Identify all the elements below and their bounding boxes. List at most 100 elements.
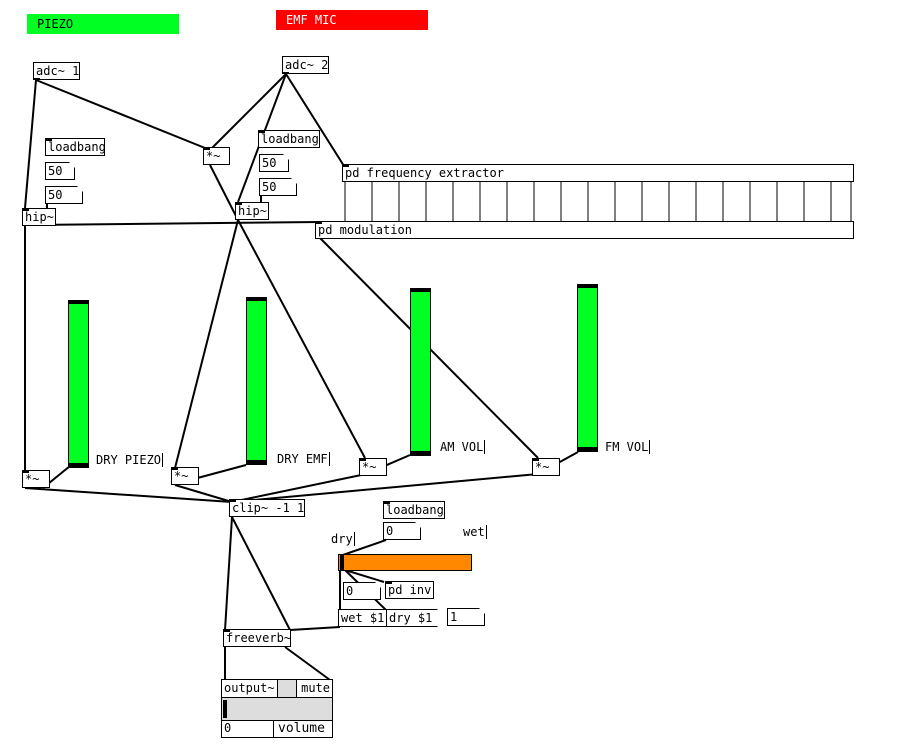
- volume-label: volume: [278, 721, 325, 736]
- multiply-3-text: *~: [362, 460, 377, 474]
- vu-peak: [247, 298, 266, 301]
- pd-modulation-text: pd modulation: [318, 223, 412, 237]
- inlet: [258, 130, 265, 133]
- freeverb-text: freeverb~: [226, 631, 292, 645]
- multiply-2-object[interactable]: *~: [171, 467, 199, 485]
- multiply-2-text: *~: [174, 469, 189, 483]
- inlet: [359, 458, 366, 461]
- inlet: [22, 470, 29, 473]
- pd-inv-object[interactable]: pd inv: [385, 581, 434, 599]
- loadbang3-object[interactable]: loadbang: [383, 501, 445, 519]
- inlet: [315, 221, 322, 224]
- vu-meter-am[interactable]: [410, 288, 431, 456]
- wet-message-text: wet $1: [341, 611, 385, 625]
- vu-floor: [247, 460, 266, 464]
- inlet: [171, 467, 178, 470]
- fm-vol-label: FM VOL: [605, 440, 651, 454]
- dry-message[interactable]: dry $1: [386, 609, 438, 627]
- mute-label: mute: [301, 681, 330, 695]
- multiply-4-object[interactable]: *~: [532, 458, 560, 476]
- inlet: [45, 138, 52, 141]
- vu-peak: [578, 285, 597, 288]
- number-box-zero-mid[interactable]: 0: [343, 582, 381, 600]
- multiply-3-object[interactable]: *~: [359, 458, 387, 476]
- inlet: [383, 501, 390, 504]
- multiply-top-text: *~: [206, 149, 221, 163]
- loadbang1-object[interactable]: loadbang: [45, 138, 106, 156]
- number-value: 1: [450, 610, 458, 624]
- inlet: [532, 458, 539, 461]
- wet-label: wet: [463, 525, 487, 539]
- adc2-object[interactable]: adc~ 2: [282, 56, 329, 74]
- dry-emf-label: DRY EMF: [277, 452, 330, 466]
- adc1-text: adc~ 1: [36, 64, 80, 78]
- number-value: 50: [48, 188, 63, 202]
- clip-text: clip~ -1 1: [232, 501, 305, 515]
- vu-floor: [578, 447, 597, 451]
- inlet: [229, 499, 236, 502]
- vu-peak: [69, 301, 88, 304]
- inlet: [22, 208, 29, 211]
- vu-floor: [411, 451, 430, 455]
- loadbang2-object[interactable]: loadbang: [258, 130, 320, 148]
- number-box-50a[interactable]: 50: [45, 162, 75, 180]
- mute-toggle[interactable]: [277, 680, 297, 697]
- am-vol-label: AM VOL: [440, 440, 486, 454]
- volume-knob[interactable]: [223, 700, 227, 718]
- hip2-object[interactable]: hip~: [235, 202, 269, 220]
- volume-number[interactable]: 0: [222, 720, 274, 738]
- outlet: [33, 78, 40, 80]
- adc1-object[interactable]: adc~ 1: [33, 62, 80, 80]
- pd-frequency-extractor-object[interactable]: pd frequency extractor: [342, 164, 854, 182]
- loadbang3-text: loadbang: [386, 503, 444, 517]
- inlet: [342, 164, 349, 167]
- piezo-label: PIEZO: [27, 14, 179, 34]
- outlet: [282, 72, 289, 74]
- number-value: 0: [346, 584, 354, 598]
- vu-floor: [69, 463, 88, 467]
- output-title: output~: [224, 681, 275, 695]
- inlet: [223, 629, 230, 632]
- adc2-text: adc~ 2: [285, 58, 329, 72]
- multiply-4-text: *~: [535, 460, 550, 474]
- number-box-50c[interactable]: 50: [259, 154, 289, 172]
- hip1-text: hip~: [25, 210, 54, 224]
- dry-piezo-label: DRY PIEZO: [96, 453, 164, 467]
- dry-label: dry: [331, 532, 355, 546]
- inlet: [235, 202, 242, 205]
- wet-message[interactable]: wet $1: [338, 609, 388, 627]
- vu-meter-fm[interactable]: [577, 284, 598, 452]
- multiply-1-text: *~: [25, 472, 40, 486]
- loadbang2-text: loadbang: [261, 132, 319, 146]
- clip-object[interactable]: clip~ -1 1: [229, 499, 305, 517]
- slider-knob[interactable]: [340, 555, 344, 570]
- vu-meter-dry-emf[interactable]: [246, 297, 267, 465]
- pd-inv-text: pd inv: [388, 583, 432, 597]
- vu-peak: [411, 289, 430, 292]
- number-value: 50: [262, 180, 277, 194]
- number-value: 50: [48, 164, 63, 178]
- number-value: 50: [262, 156, 277, 170]
- volume-slider[interactable]: [222, 697, 332, 721]
- freeverb-object[interactable]: freeverb~: [223, 629, 291, 647]
- dry-message-text: dry $1: [389, 611, 433, 625]
- number-box-50d[interactable]: 50: [259, 178, 297, 196]
- multiply-1-object[interactable]: *~: [22, 470, 50, 488]
- inlet: [385, 581, 392, 584]
- output-abstraction[interactable]: output~ mute 0 volume: [221, 679, 333, 738]
- multiply-top-object[interactable]: *~: [203, 147, 230, 165]
- inlet: [203, 147, 210, 150]
- pd-modulation-object[interactable]: pd modulation: [315, 221, 854, 239]
- dry-wet-slider[interactable]: [338, 554, 472, 571]
- number-box-one[interactable]: 1: [447, 608, 485, 626]
- pd-frequency-extractor-text: pd frequency extractor: [345, 166, 504, 180]
- vu-meter-dry-piezo[interactable]: [68, 300, 89, 468]
- hip1-object[interactable]: hip~: [22, 208, 56, 226]
- number-value: 0: [386, 524, 394, 538]
- number-box-zero-top[interactable]: 0: [383, 522, 421, 540]
- hip2-text: hip~: [238, 204, 267, 218]
- number-box-50b[interactable]: 50: [45, 186, 83, 204]
- loadbang1-text: loadbang: [48, 140, 106, 154]
- emf-mic-label: EMF MIC: [276, 10, 428, 30]
